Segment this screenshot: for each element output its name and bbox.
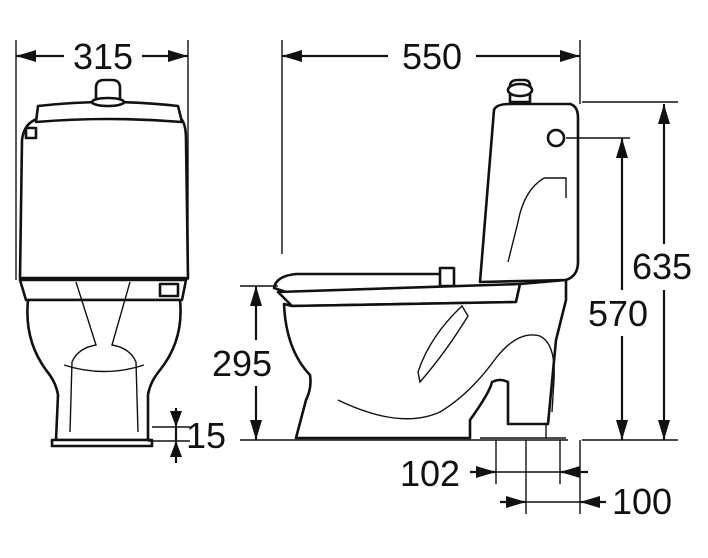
dim-315-label: 315 [73, 36, 133, 77]
dim-570-label: 570 [588, 293, 648, 334]
dim-295-label: 295 [212, 343, 272, 384]
front-tank [18, 116, 190, 280]
front-tank-lid [34, 100, 184, 124]
dim-550-label: 550 [402, 36, 462, 77]
dim-102-label: 102 [400, 453, 460, 494]
front-view: 315 15 [15, 36, 226, 463]
side-inlet-icon [546, 128, 566, 148]
front-flush-button-icon [94, 78, 122, 102]
side-view: 550 635 570 295 102 [212, 36, 692, 522]
front-seat-band [18, 278, 188, 302]
dim-15-label: 15 [186, 415, 226, 456]
front-trap [69, 281, 139, 433]
front-bowl [26, 298, 182, 442]
dim-100-label: 100 [612, 481, 672, 522]
side-bowl [282, 278, 568, 440]
dim-635-label: 635 [632, 246, 692, 287]
